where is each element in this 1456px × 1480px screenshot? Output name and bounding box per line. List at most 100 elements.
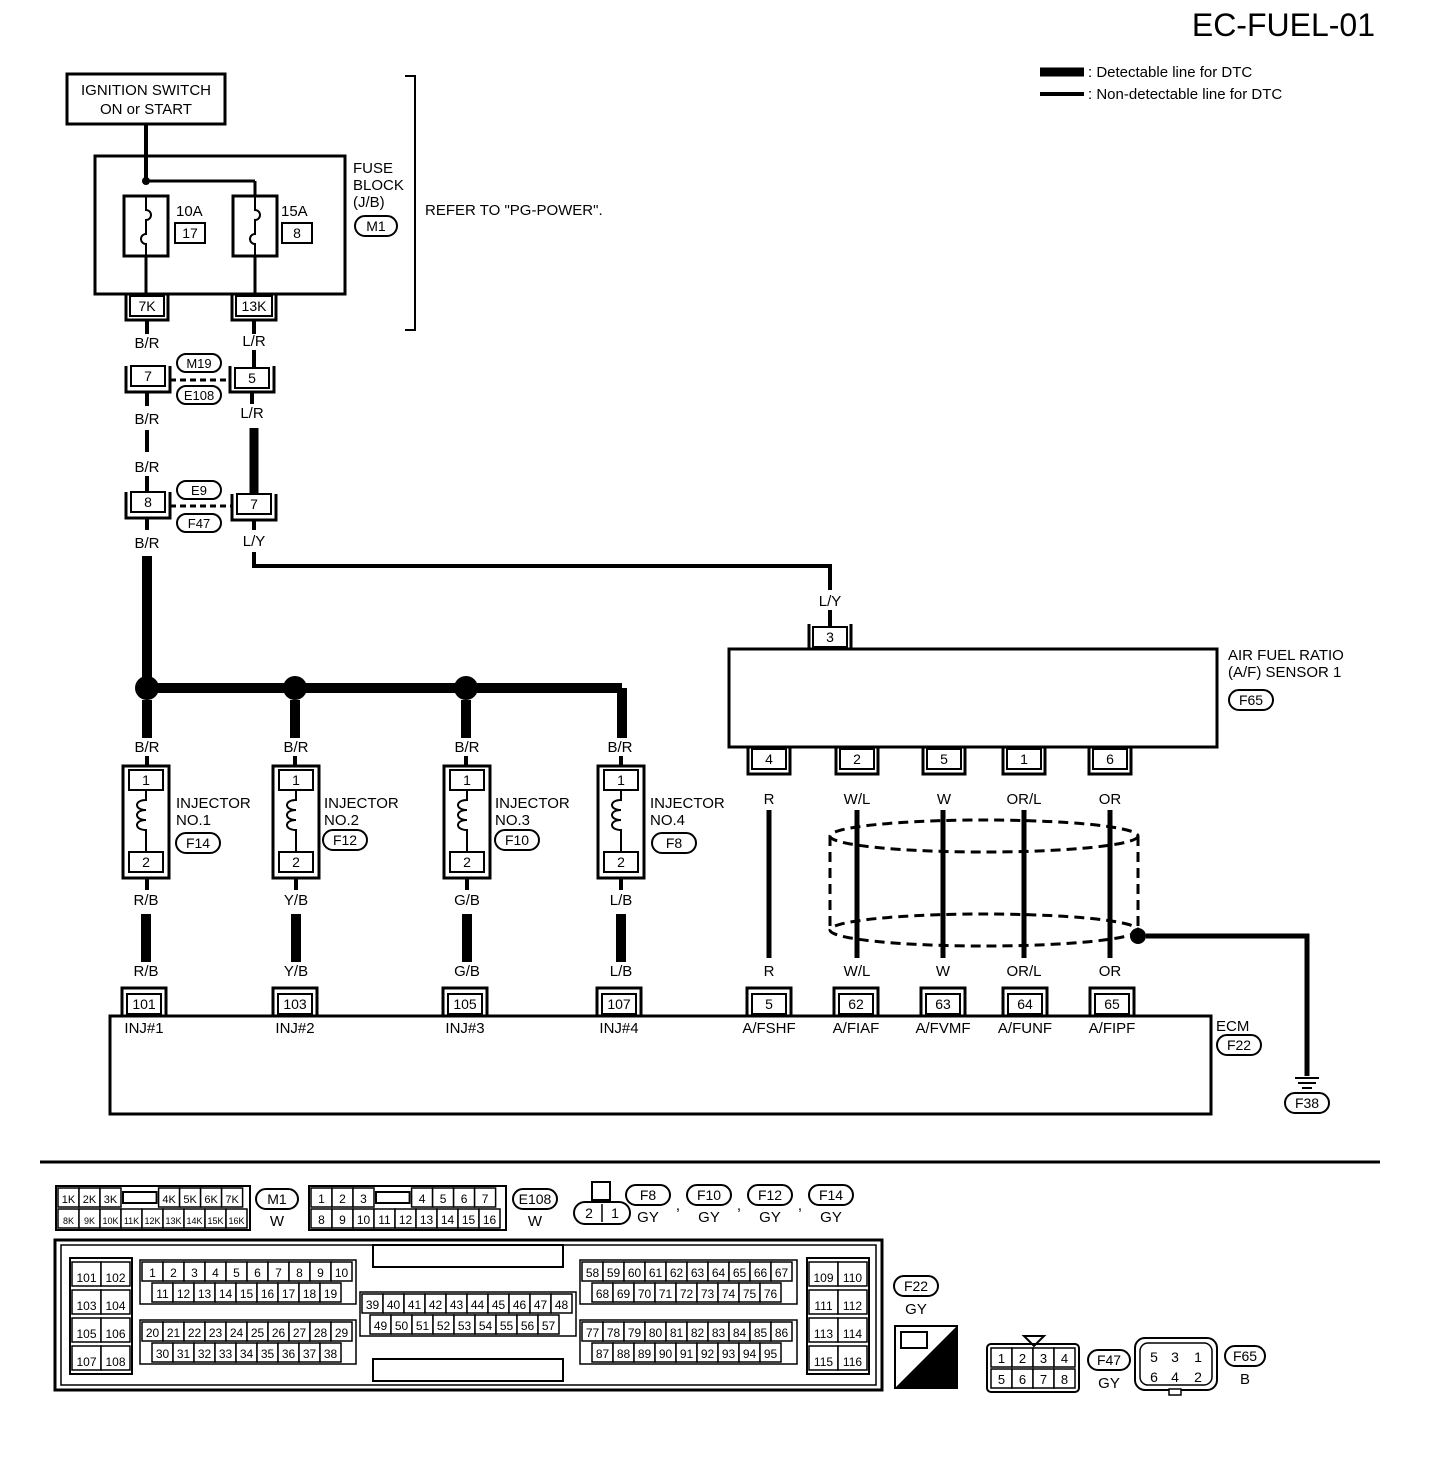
pin-label: 68	[596, 1287, 610, 1301]
pin-label: 24	[230, 1326, 244, 1340]
injector-no2: B/R 1 2 INJECTOR NO.2 F12 Y/B Y/B	[271, 739, 399, 980]
pin-label: 12K	[144, 1216, 160, 1226]
ecm-terminal-name: A/FIPF	[1089, 1020, 1136, 1037]
wire-label: OR/L	[1006, 963, 1041, 980]
af-pin: 5	[940, 751, 948, 767]
injector1-connector: F14	[186, 835, 210, 851]
injector4-pin1: 1	[617, 772, 625, 788]
connector-color-m1: W	[270, 1213, 285, 1230]
pin-label: 16	[483, 1213, 497, 1227]
pin-label: 94	[743, 1347, 757, 1361]
pin-label: 13K	[165, 1216, 181, 1226]
pin-label: 23	[209, 1326, 223, 1340]
pin-label: 59	[607, 1266, 621, 1280]
pin-label: 26	[272, 1326, 286, 1340]
injector4-pin2: 2	[617, 854, 625, 870]
pin-label: 82	[691, 1326, 705, 1340]
pin-label: 4	[1171, 1369, 1179, 1385]
pin-label: 111	[814, 1299, 833, 1313]
wire-label: L/R	[242, 333, 266, 350]
joint2-conn-bottom: F47	[188, 516, 210, 531]
ecm-terminal-pin: 105	[453, 996, 477, 1012]
injector2-pin2: 2	[292, 854, 300, 870]
pin-label: 55	[500, 1319, 514, 1333]
fuse-block-connector: M1	[366, 218, 386, 234]
wire-label: W/L	[844, 791, 871, 808]
pin-label: 3	[191, 1266, 198, 1280]
wire-label: L/B	[610, 892, 633, 909]
shield	[828, 818, 1310, 1076]
ecm-terminal-pin: 62	[848, 996, 864, 1012]
pin-label: 8	[296, 1266, 303, 1280]
pin-label: 93	[722, 1347, 736, 1361]
fuse1-number: 17	[182, 225, 198, 241]
fuse-block-label2: BLOCK	[353, 177, 404, 194]
injector4-connector: F8	[666, 835, 683, 851]
wire-label: OR/L	[1006, 791, 1041, 808]
pin-label: 51	[416, 1319, 430, 1333]
fuse2-number: 8	[293, 225, 301, 241]
pin-label: 91	[680, 1347, 694, 1361]
pin-label: 92	[701, 1347, 715, 1361]
fuse2-rating: 15A	[281, 203, 308, 220]
wire-label: Y/B	[284, 963, 308, 980]
connector-color-f65: B	[1240, 1371, 1250, 1388]
pin-label: 8	[318, 1213, 325, 1227]
pin-label: 6K	[204, 1194, 218, 1206]
pin-label: 71	[659, 1287, 673, 1301]
joint1-conn-bottom: E108	[184, 388, 214, 403]
separator: ,	[798, 1197, 802, 1214]
pin-label: 79	[628, 1326, 642, 1340]
ecm: ECM F22	[108, 1014, 1262, 1116]
ecm-connector: F22	[1227, 1037, 1251, 1053]
pin-label: 90	[659, 1347, 673, 1361]
wire-label: L/R	[240, 405, 264, 422]
connector-code-injector: F10	[697, 1187, 721, 1203]
af-sensor-connector: F65	[1239, 692, 1263, 708]
ecm-terminal-name: INJ#4	[599, 1020, 638, 1037]
pin-label: 42	[429, 1298, 443, 1312]
pin-label: 30	[156, 1347, 170, 1361]
pin-label: 36	[282, 1347, 296, 1361]
pin-label: 18	[303, 1287, 317, 1301]
ecm-terminal-pin: 63	[935, 996, 951, 1012]
joint2-pin-right: 7	[250, 496, 258, 512]
pin-label: 8K	[63, 1216, 74, 1226]
wire-label: B/R	[134, 335, 159, 352]
separator: ,	[737, 1197, 741, 1214]
pin-label: 89	[638, 1347, 652, 1361]
pin-label: 77	[586, 1326, 600, 1340]
wire-label: R	[764, 963, 775, 980]
pin-label: 86	[775, 1326, 789, 1340]
pin-label: 72	[680, 1287, 694, 1301]
pin-label: 54	[479, 1319, 493, 1333]
connector-color-injector: GY	[698, 1209, 720, 1226]
af-sensor-line1: AIR FUEL RATIO	[1228, 647, 1344, 664]
injector-no1: B/R 1 2 INJECTOR NO.1 F14 R/B R/B	[121, 739, 251, 980]
legend: : Detectable line for DTC : Non-detectab…	[1040, 64, 1282, 103]
pin-label: 70	[638, 1287, 652, 1301]
wire-label: W	[937, 791, 952, 808]
ecm-terminal-name: A/FIAF	[833, 1020, 880, 1037]
pin-label: 46	[513, 1298, 527, 1312]
ecm-terminal-name: INJ#3	[445, 1020, 484, 1037]
connector-color-injector: GY	[637, 1209, 659, 1226]
pin-label: 5	[1150, 1349, 1158, 1365]
pin-label: 2K	[83, 1194, 97, 1206]
pin-label: 2	[170, 1266, 177, 1280]
ecm-terminal: 5A/FSHF	[742, 986, 796, 1037]
wire-label: B/R	[454, 739, 479, 756]
pin-label: 1	[1194, 1349, 1202, 1365]
pin-label: 27	[293, 1326, 307, 1340]
ecm-terminal-pin: 107	[607, 996, 631, 1012]
pin-label: 108	[105, 1355, 125, 1369]
pin-label: 9K	[84, 1216, 95, 1226]
pin-label: 2	[339, 1192, 346, 1206]
pin-label: 15	[462, 1213, 476, 1227]
separator: ,	[676, 1197, 680, 1214]
pin-label: 1	[998, 1351, 1005, 1366]
pin-label: 103	[76, 1299, 96, 1313]
pin-label: 29	[335, 1326, 349, 1340]
